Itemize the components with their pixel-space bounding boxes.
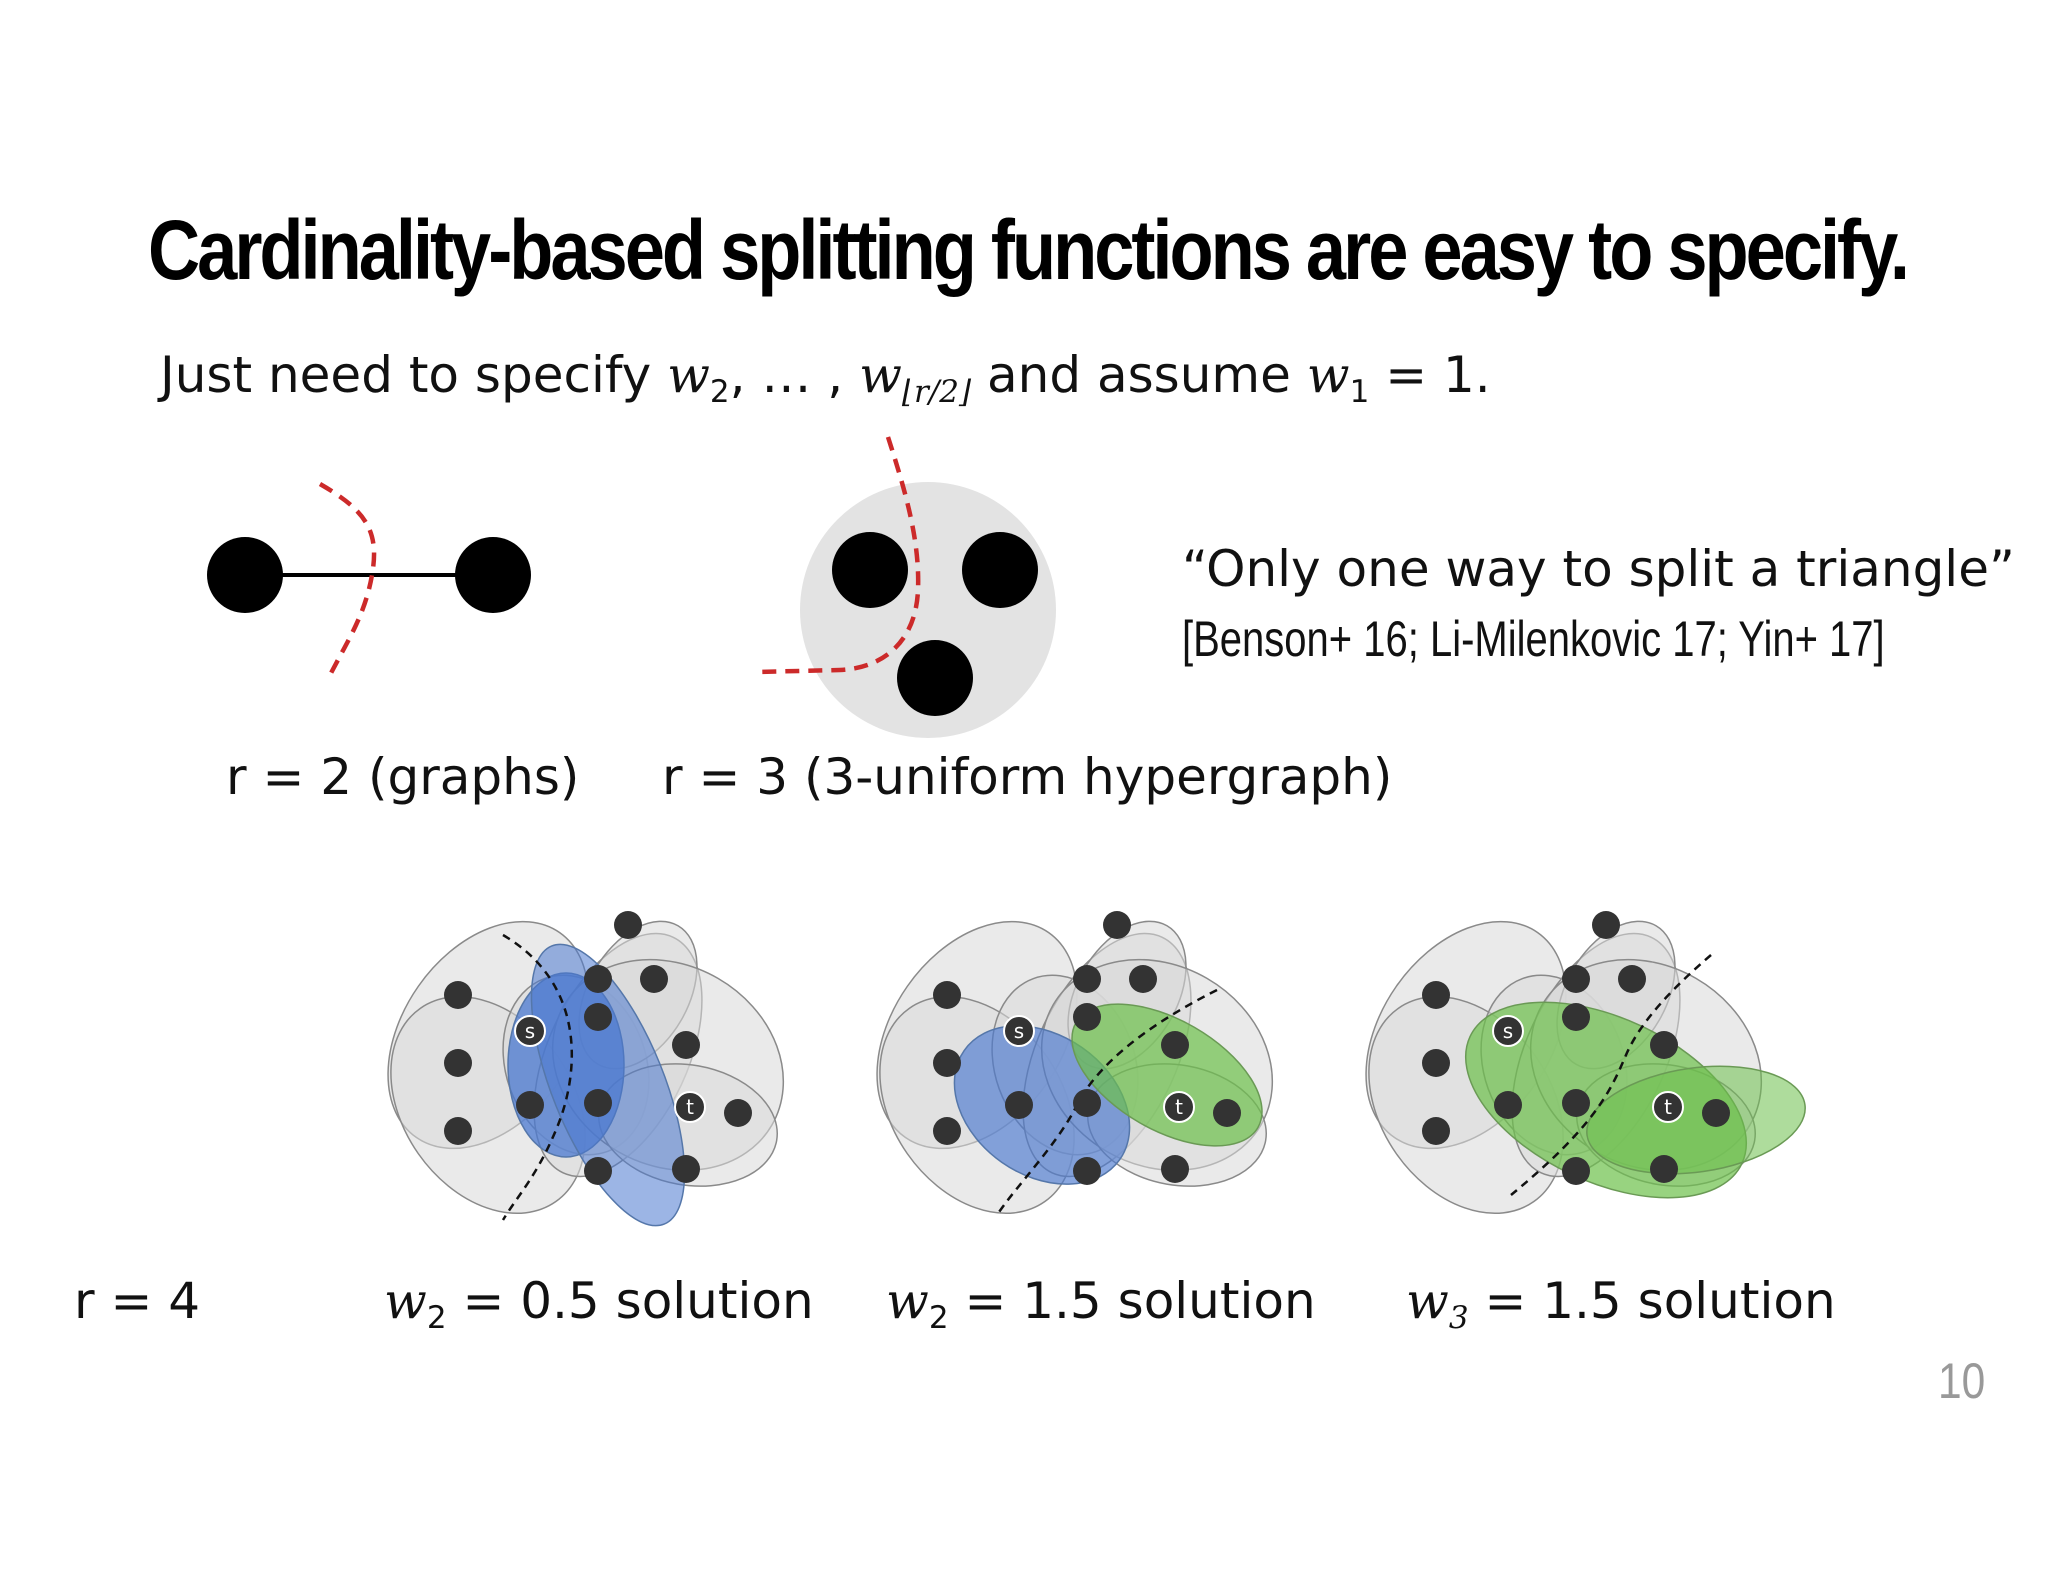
node [207, 537, 283, 613]
solution-label-3: w3 = 1.5 solution [1406, 1272, 1836, 1336]
node [672, 1031, 700, 1059]
node [1129, 965, 1157, 993]
caption-r2: r = 2 (graphs) [226, 748, 580, 806]
node [1073, 1157, 1101, 1185]
node [1213, 1099, 1241, 1127]
node [1562, 1003, 1590, 1031]
sub-2: 2 [709, 373, 730, 410]
quote: “Only one way to split a triangle” [1182, 540, 2015, 598]
node [933, 1049, 961, 1077]
subtitle: Just need to specify w2, … , w⌊r/2⌋ and … [160, 346, 1491, 410]
sub-floor: ⌊r/2⌋ [901, 373, 972, 410]
node [1618, 965, 1646, 993]
node [1562, 1089, 1590, 1117]
subtitle-middle: and assume [971, 346, 1307, 404]
target-label: t [1664, 1095, 1672, 1119]
node [1650, 1031, 1678, 1059]
cut-line [501, 933, 574, 1221]
caption-r3: r = 3 (3-uniform hypergraph) [662, 748, 1393, 806]
source-label: s [525, 1019, 535, 1043]
node [933, 1117, 961, 1145]
w-symbol: w [667, 346, 710, 404]
source-node [1492, 1015, 1524, 1047]
node [1562, 965, 1590, 993]
node [1650, 1155, 1678, 1183]
blue-region [530, 943, 686, 1227]
node [1422, 981, 1450, 1009]
node [724, 1099, 752, 1127]
node [516, 1091, 544, 1119]
w-symbol: w [859, 346, 902, 404]
hyperedge-r3 [754, 436, 1056, 738]
slide-title: Cardinality-based splitting functions ar… [148, 203, 1910, 297]
node [1103, 911, 1131, 939]
node [962, 532, 1038, 608]
node [455, 537, 531, 613]
subtitle-suffix: = 1. [1369, 346, 1491, 404]
node [614, 911, 642, 939]
node [1494, 1091, 1522, 1119]
source-label: s [1014, 1019, 1024, 1043]
caption-r4: r = 4 [74, 1272, 201, 1330]
target-label: t [1175, 1095, 1183, 1119]
graph-r2 [207, 482, 531, 677]
node [1422, 1117, 1450, 1145]
cut-line [754, 436, 921, 675]
node [444, 981, 472, 1009]
node [1073, 965, 1101, 993]
node [672, 1155, 700, 1183]
node [1005, 1091, 1033, 1119]
cut-line [318, 482, 377, 677]
node [444, 1049, 472, 1077]
target-node [1163, 1091, 1195, 1123]
node [584, 1157, 612, 1185]
solution-label-2: w2 = 1.5 solution [886, 1272, 1316, 1336]
node [584, 1089, 612, 1117]
node [584, 965, 612, 993]
node [1592, 911, 1620, 939]
node [1422, 1049, 1450, 1077]
node [640, 965, 668, 993]
node [1073, 1003, 1101, 1031]
node [832, 532, 908, 608]
node [1161, 1031, 1189, 1059]
references: [Benson+ 16; Li-Milenkovic 17; Yin+ 17] [1182, 611, 1885, 667]
hypergraph-solution-2: st [876, 911, 1274, 1216]
node [1562, 1157, 1590, 1185]
node [897, 640, 973, 716]
target-node [1652, 1091, 1684, 1123]
node [444, 1117, 472, 1145]
cut-line [1510, 954, 1712, 1196]
green-region [1586, 1065, 1806, 1175]
source-label: s [1503, 1019, 1513, 1043]
node [933, 981, 961, 1009]
target-node [674, 1091, 706, 1123]
ellipsis: , … , [729, 346, 860, 404]
solution-label-1: w2 = 0.5 solution [384, 1272, 814, 1336]
w-symbol: w [1306, 346, 1350, 404]
page-number: 10 [1938, 1353, 1986, 1409]
target-label: t [686, 1095, 694, 1119]
node [1702, 1099, 1730, 1127]
source-node [1003, 1015, 1035, 1047]
subtitle-prefix: Just need to specify [160, 346, 652, 404]
sub-1: 1 [1349, 373, 1370, 410]
node [584, 1003, 612, 1031]
source-node [514, 1015, 546, 1047]
hypergraph-solution-1: st [387, 911, 785, 1227]
node [1161, 1155, 1189, 1183]
node [1073, 1089, 1101, 1117]
hypergraph-solution-3: st [1365, 911, 1806, 1215]
